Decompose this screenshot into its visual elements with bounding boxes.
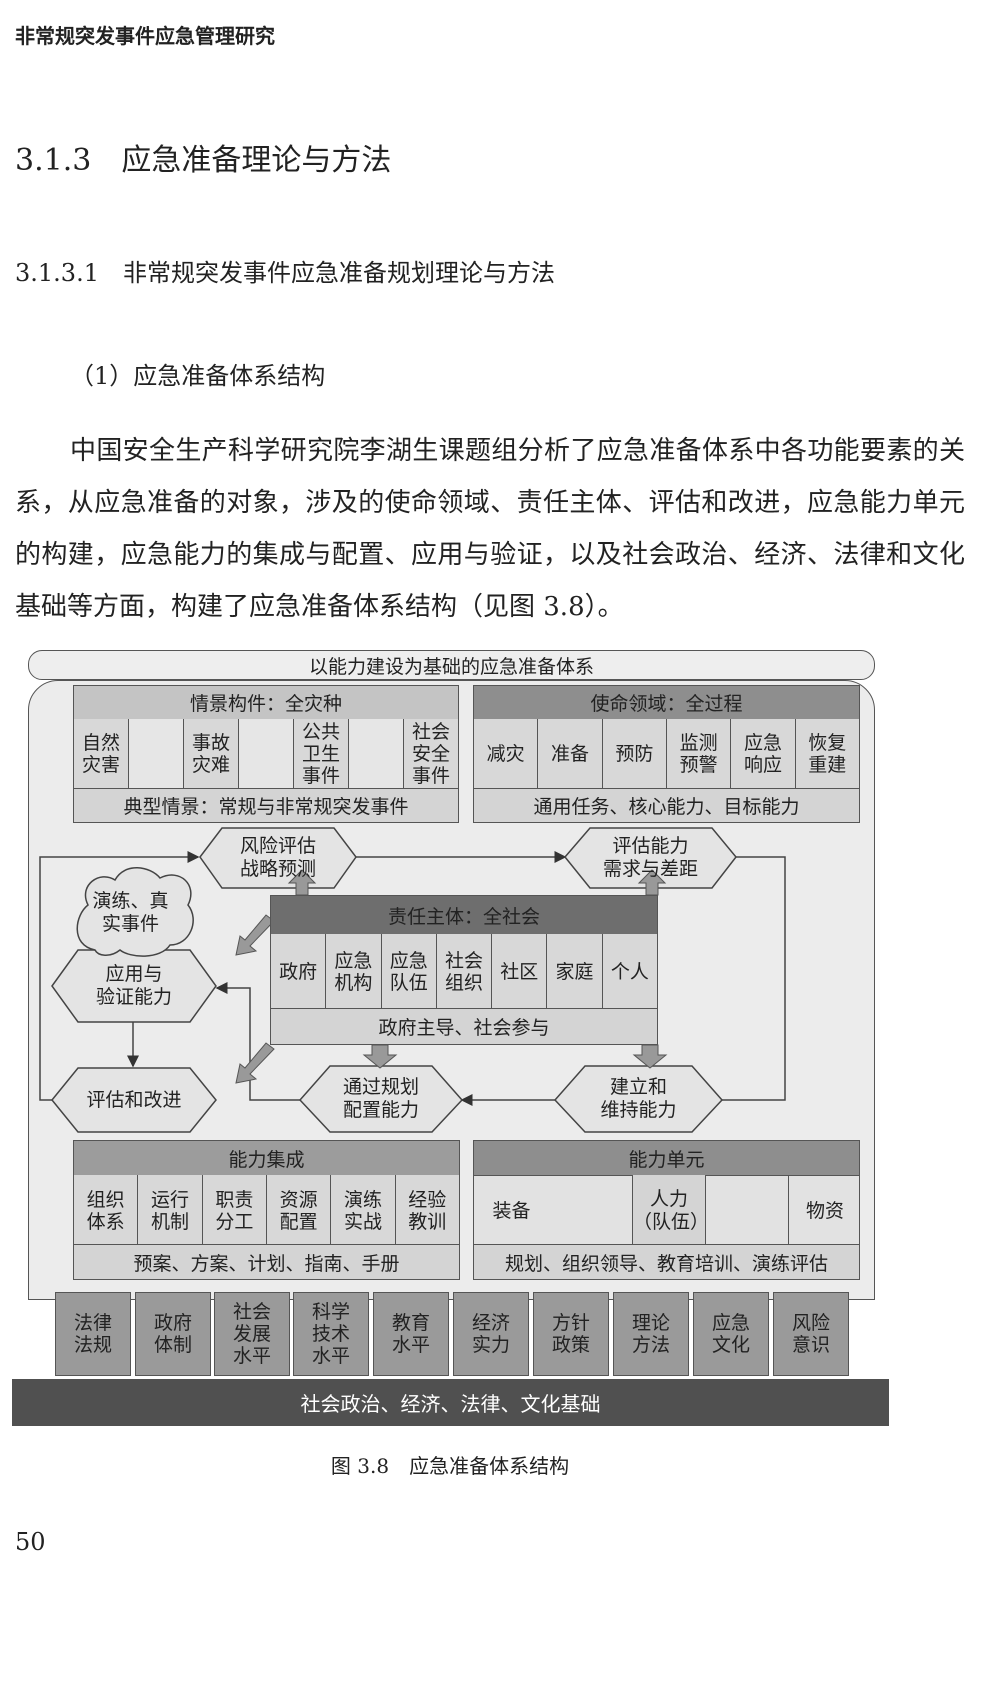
subject-header: 责任主体：全社会 (271, 896, 657, 935)
subject-cell: 家庭 (547, 934, 603, 1009)
scenario-cell (239, 719, 294, 789)
scenario-cell: 自然 灾害 (74, 719, 129, 789)
mission-footer: 通用任务、核心能力、目标能力 (474, 788, 859, 822)
loop-left-line (39, 851, 200, 1101)
page-number: 50 (15, 1528, 46, 1556)
down-arrow-right (632, 1044, 668, 1069)
integration-cell: 运行 机制 (138, 1175, 203, 1247)
subsection-heading: 3.1.3.1 非常规突发事件应急准备规划理论与方法 (15, 259, 555, 287)
mission-cell: 应急 响应 (731, 719, 796, 789)
improve-hexagon (51, 1067, 217, 1133)
subject-cell: 政府 (271, 934, 327, 1009)
unit-personnel: 人力 （队伍） (632, 1175, 709, 1247)
pillar: 社会 发展 水平 (214, 1292, 290, 1376)
mission-box: 使命领域：全过程 减灾 准备 预防 监测 预警 应急 响应 恢复 重建 通用任务… (473, 685, 860, 823)
loop-right-line (722, 856, 786, 1101)
section-heading: 3.1.3 应急准备理论与方法 (15, 143, 392, 178)
subject-cell: 应急 队伍 (381, 934, 437, 1009)
assess-capability-label: 评估能力 需求与差距 (602, 835, 698, 880)
plan-label: 通过规划 配置能力 (342, 1076, 419, 1121)
foundation-label: 社会政治、经济、法律、文化基础 (300, 1392, 601, 1416)
pillar: 政府 体制 (135, 1292, 211, 1376)
foundation-bar: 社会政治、经济、法律、文化基础 (12, 1379, 889, 1426)
mission-cell: 准备 (538, 719, 603, 789)
mission-header: 使命领域：全过程 (474, 686, 859, 720)
pillar: 科学 技术 水平 (293, 1292, 369, 1376)
scenario-cell (129, 719, 184, 789)
integration-footer: 预案、方案、计划、指南、手册 (74, 1244, 459, 1279)
risk-label: 风险评估 战略预测 (239, 835, 316, 880)
scenario-header: 情景构件：全灾种 (74, 686, 458, 720)
risk-hexagon (199, 827, 357, 889)
scenario-box: 情景构件：全灾种 自然 灾害 事故 灾难 公共 卫生 事件 社会 安全 事件 典… (73, 685, 459, 823)
pillar: 法律 法规 (55, 1292, 131, 1376)
apply-label: 应用与 验证能力 (95, 963, 172, 1008)
pillar: 教育 水平 (373, 1292, 449, 1376)
mission-cell: 预防 (602, 719, 667, 789)
integration-cell: 资源 配置 (266, 1175, 332, 1247)
pillar: 应急 文化 (693, 1292, 769, 1376)
subject-cell: 个人 (602, 934, 657, 1009)
scenario-cell: 社会 安全 事件 (404, 719, 458, 789)
pillar: 理论 方法 (613, 1292, 689, 1376)
integration-box: 能力集成 组织 体系 运行 机制 职责 分工 资源 配置 演练 实战 经验 教训… (73, 1140, 460, 1280)
pillar: 方针 政策 (533, 1292, 609, 1376)
pillar: 经济 实力 (453, 1292, 529, 1376)
plan-to-apply-line (215, 982, 300, 1101)
mission-cell: 监测 预警 (666, 719, 732, 789)
integration-cell: 组织 体系 (74, 1175, 139, 1247)
integration-cell: 演练 实战 (331, 1175, 396, 1247)
up-arrow-right (637, 869, 667, 896)
improve-label: 评估和改进 (86, 1088, 182, 1111)
subject-cell: 社区 (492, 934, 548, 1009)
item-heading: （1）应急准备体系结构 (70, 362, 326, 390)
mission-cell: 恢复 重建 (795, 719, 859, 789)
diag-arrow-upper (235, 914, 275, 956)
apply-hexagon (51, 949, 217, 1023)
build-label: 建立和 维持能力 (600, 1076, 677, 1121)
subject-box: 责任主体：全社会 政府 应急 机构 应急 队伍 社会 组织 社区 家庭 个人 政… (270, 895, 658, 1045)
down-arrow-left (362, 1044, 398, 1069)
subject-cell: 社会 组织 (436, 934, 493, 1009)
cloud-label: 演练、真 实事件 (92, 889, 169, 935)
assess-hexagon (564, 827, 737, 889)
units-box: 能力单元 装备 人力 （队伍） 物资 规划、组织领导、教育培训、演练评估 (473, 1140, 860, 1280)
up-arrow-left (287, 869, 317, 896)
scenario-footer: 典型情景：常规与非常规突发事件 (74, 788, 458, 822)
units-header: 能力单元 (474, 1141, 859, 1176)
plan-hexagon (298, 1065, 464, 1133)
unit-equipment: 装备 (492, 1199, 531, 1222)
build-hexagon (553, 1065, 724, 1133)
cloud-shape (76, 867, 194, 957)
scenario-cell: 公共 卫生 事件 (294, 719, 349, 789)
running-head: 非常规突发事件应急管理研究 (15, 24, 275, 48)
units-footer: 规划、组织领导、教育培训、演练评估 (474, 1244, 859, 1279)
unit-materials: 物资 (788, 1175, 861, 1247)
diagram-title-bar: 以能力建设为基础的应急准备体系 (28, 650, 875, 680)
scenario-cell: 事故 灾难 (184, 719, 239, 789)
scenario-cell (349, 719, 404, 789)
body-paragraph: 中国安全生产科学研究院李湖生课题组分析了应急准备体系中各功能要素的关系，从应急准… (15, 436, 965, 622)
diagram-title: 以能力建设为基础的应急准备体系 (308, 655, 594, 678)
subject-cell: 应急 机构 (326, 934, 382, 1009)
figure-caption: 图 3.8 应急准备体系结构 (330, 1454, 570, 1478)
mission-cell: 减灾 (474, 719, 539, 789)
pillar: 风险 意识 (773, 1292, 849, 1376)
diag-arrow-lower (235, 1042, 275, 1084)
integration-header: 能力集成 (74, 1141, 459, 1176)
integration-cell: 职责 分工 (202, 1175, 267, 1247)
integration-cell: 经验 教训 (395, 1175, 459, 1247)
subject-footer: 政府主导、社会参与 (271, 1008, 657, 1044)
